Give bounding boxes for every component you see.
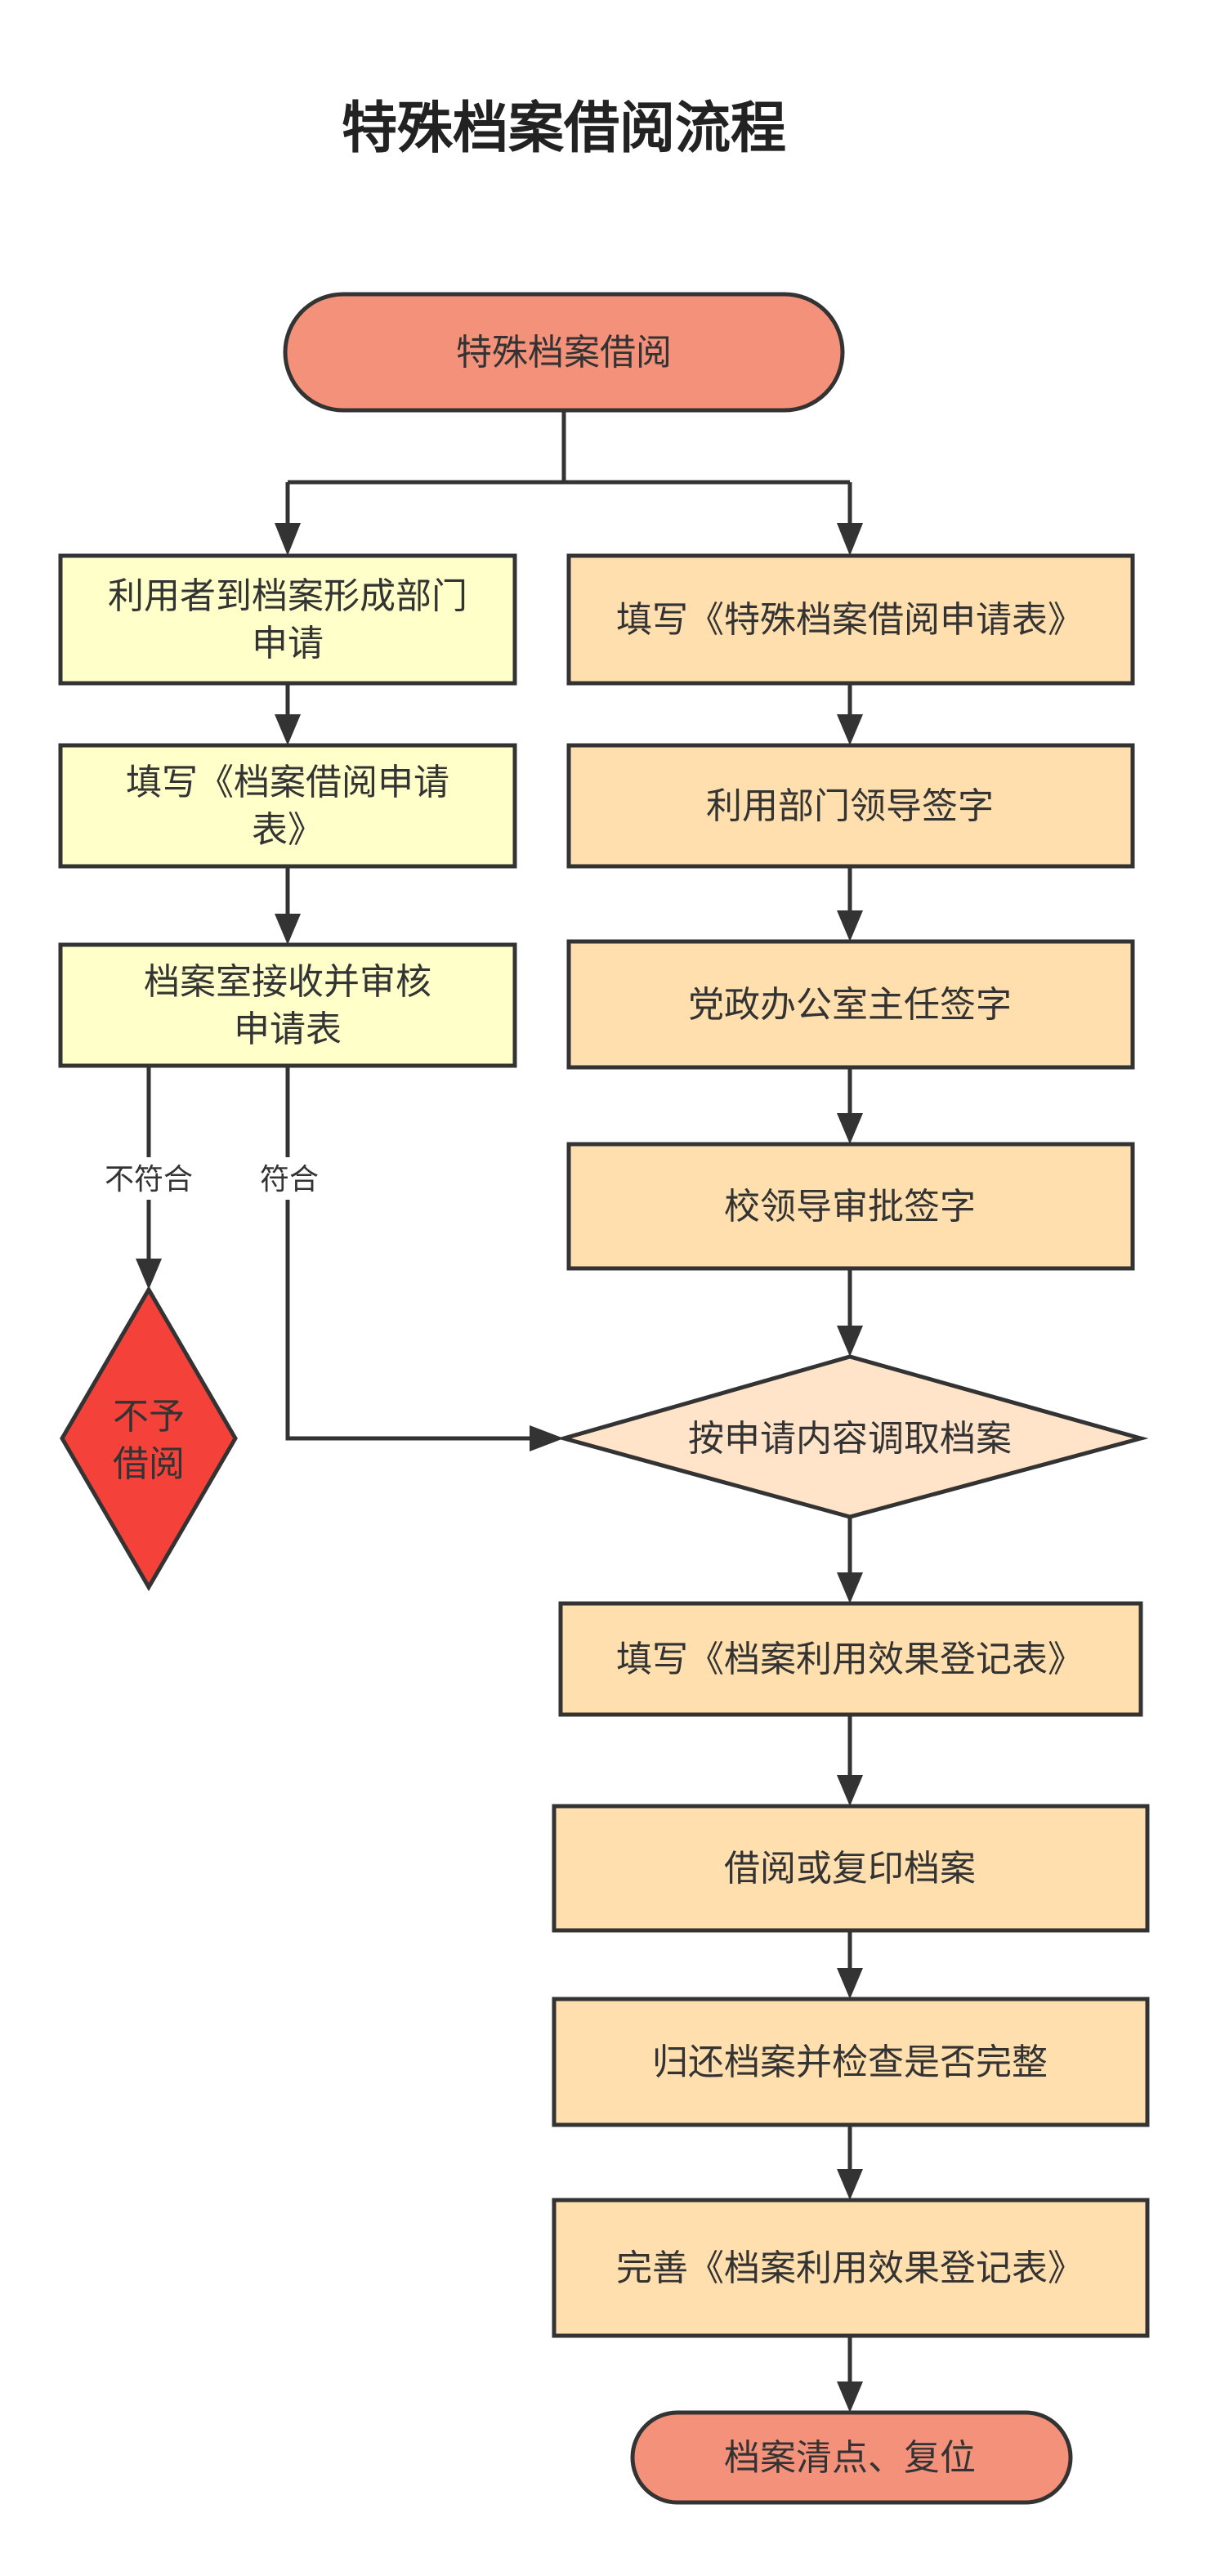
node-borrow-copy-label: 借阅或复印档案 xyxy=(724,1848,976,1890)
node-label-line: 党政办公室主任签字 xyxy=(688,984,1012,1026)
arrowhead-to-complete-effect-form xyxy=(837,2169,863,2200)
arrowhead-to-archive-review xyxy=(275,914,301,945)
node-label-line: 按申请内容调取档案 xyxy=(688,1418,1012,1460)
node-fill-effect-form-label: 填写《档案利用效果登记表》 xyxy=(616,1639,1084,1680)
arrowhead-to-school-leader-approve xyxy=(837,1113,863,1144)
node-return-check: 归还档案并检查是否完整 xyxy=(552,1997,1150,2127)
node-complete-effect-form: 完善《档案利用效果登记表》 xyxy=(552,2198,1150,2338)
node-apply-dept-label: 利用者到档案形成部门申请 xyxy=(108,575,467,664)
node-label-line: 校领导审批签字 xyxy=(724,1186,976,1228)
node-label-line: 申请 xyxy=(252,623,324,664)
node-label-line: 不予 xyxy=(113,1396,185,1438)
node-label-line: 特殊档案借阅 xyxy=(456,332,672,373)
node-start-label: 特殊档案借阅 xyxy=(456,332,672,373)
node-label-line: 归还档案并检查是否完整 xyxy=(652,2042,1048,2083)
node-retrieve: 按申请内容调取档案 xyxy=(556,1354,1149,1519)
arrowhead-to-office-director-sign xyxy=(837,910,863,941)
node-label-line: 档案清点、复位 xyxy=(724,2437,976,2479)
node-dept-leader-sign: 利用部门领导签字 xyxy=(566,743,1135,869)
edge-review-to-retrieve xyxy=(285,1066,535,1441)
node-school-leader-approve: 校领导审批签字 xyxy=(566,1142,1135,1271)
node-label-line: 借阅 xyxy=(113,1443,185,1485)
node-fill-special-form-label: 填写《特殊档案借阅申请表》 xyxy=(616,599,1084,641)
node-fill-borrow-form: 填写《档案借阅申请表》 xyxy=(58,743,517,869)
nodes: 特殊档案借阅 利用者到档案形成部门申请 填写《档案借阅申请表》 档案室接收并审核… xyxy=(58,292,1150,2505)
edges xyxy=(136,411,863,2413)
arrowhead-to-reject xyxy=(136,1259,162,1290)
node-label-line: 利用部门领导签字 xyxy=(706,785,994,827)
node-archive-review: 档案室接收并审核申请表 xyxy=(58,942,517,1068)
arrowhead-to-fill-borrow-form xyxy=(275,714,301,745)
node-label-line: 填写《档案借阅申请 xyxy=(126,762,449,803)
arrowhead-to-retrieve-top xyxy=(837,1326,863,1357)
node-label-line: 档案室接收并审核 xyxy=(144,961,431,1003)
node-end: 档案清点、复位 xyxy=(630,2410,1073,2505)
arrowhead-to-end xyxy=(837,2381,863,2413)
page-title: 特殊档案借阅流程 xyxy=(342,96,786,161)
node-return-check-label: 归还档案并检查是否完整 xyxy=(652,2042,1048,2083)
node-label-line: 借阅或复印档案 xyxy=(724,1848,976,1890)
node-label-line: 填写《档案利用效果登记表》 xyxy=(616,1639,1084,1680)
node-reject-label: 不予借阅 xyxy=(113,1396,185,1485)
arrowhead-to-apply-dept xyxy=(275,523,301,556)
node-fill-effect-form: 填写《档案利用效果登记表》 xyxy=(558,1601,1143,1717)
arrowhead-to-retrieve xyxy=(530,1425,564,1451)
arrowhead-to-dept-leader-sign xyxy=(837,714,863,745)
node-start: 特殊档案借阅 xyxy=(283,292,845,413)
edge-labels: 不符合 符合 xyxy=(98,1157,322,1200)
edge-start-split xyxy=(285,411,852,530)
node-office-director-sign: 党政办公室主任签字 xyxy=(566,939,1135,1070)
node-label-line: 申请表 xyxy=(234,1008,342,1050)
node-end-label: 档案清点、复位 xyxy=(724,2437,976,2479)
node-fill-special-form: 填写《特殊档案借阅申请表》 xyxy=(566,553,1135,686)
node-dept-leader-sign-label: 利用部门领导签字 xyxy=(706,785,994,827)
node-borrow-copy: 借阅或复印档案 xyxy=(552,1804,1150,1933)
node-label-line: 填写《特殊档案借阅申请表》 xyxy=(616,599,1084,641)
arrowhead-to-borrow-copy xyxy=(837,1775,863,1806)
node-complete-effect-form-label: 完善《档案利用效果登记表》 xyxy=(616,2247,1084,2289)
edge-label-not-compliant: 不符合 xyxy=(105,1163,193,1196)
node-reject: 不予借阅 xyxy=(60,1286,238,1591)
node-fill-borrow-form-label: 填写《档案借阅申请表》 xyxy=(126,762,449,851)
node-apply-dept: 利用者到档案形成部门申请 xyxy=(58,553,517,686)
node-label-line: 利用者到档案形成部门 xyxy=(108,575,467,617)
node-label-line: 完善《档案利用效果登记表》 xyxy=(616,2247,1084,2289)
arrowhead-to-fill-effect-form xyxy=(837,1572,863,1603)
node-school-leader-approve-label: 校领导审批签字 xyxy=(724,1186,976,1228)
arrowhead-to-return-check xyxy=(837,1968,863,1999)
node-archive-review-label: 档案室接收并审核申请表 xyxy=(144,961,431,1050)
node-label-line: 表》 xyxy=(252,809,324,851)
node-retrieve-label: 按申请内容调取档案 xyxy=(688,1418,1012,1460)
edge-label-compliant: 符合 xyxy=(260,1163,319,1196)
arrowhead-to-fill-special-form xyxy=(837,523,863,556)
node-office-director-sign-label: 党政办公室主任签字 xyxy=(688,984,1012,1026)
